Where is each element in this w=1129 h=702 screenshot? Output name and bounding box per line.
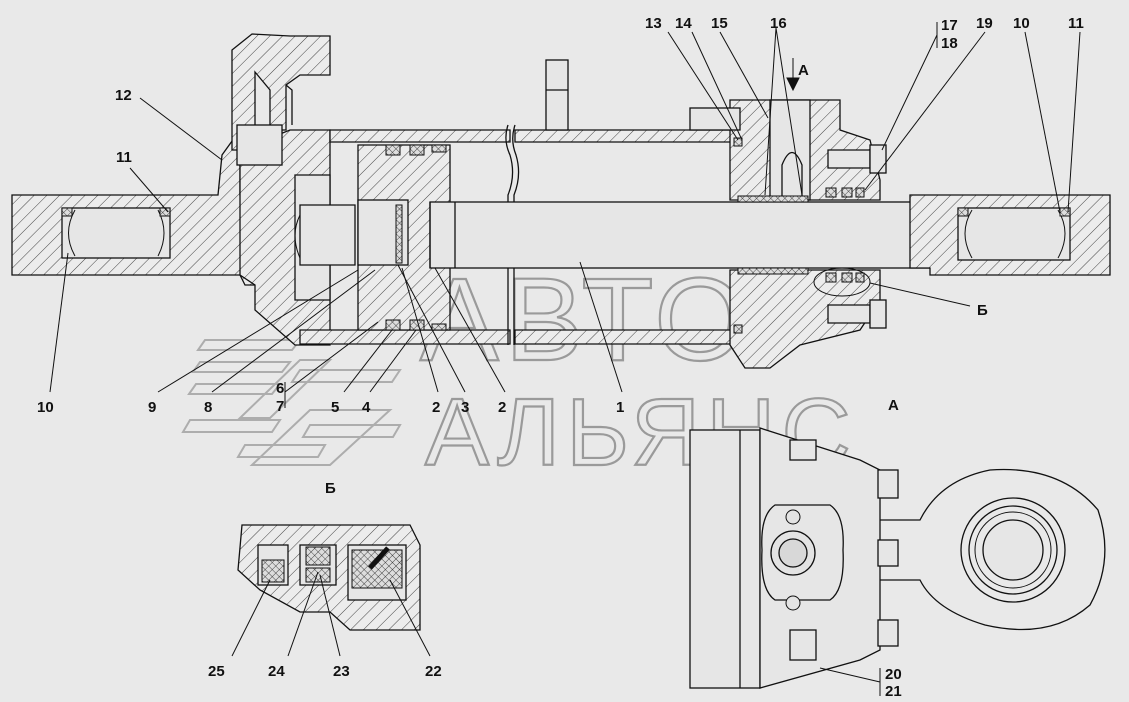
part-labels: 12 11 10 9 8 6 7 5 4 2 3 2 1 13 14 15 16… [37,15,1084,700]
label-12: 12 [115,87,132,104]
label-25: 25 [208,663,225,680]
label-6: 6 [276,380,284,397]
label-3: 3 [461,399,469,416]
label-11-left: 11 [116,149,132,166]
label-24: 24 [268,663,285,680]
label-23: 23 [333,663,350,680]
label-1: 1 [616,399,624,416]
label-17: 17 [941,17,958,34]
label-19: 19 [976,15,993,32]
label-16: 16 [770,15,787,32]
label-11-right: 11 [1068,15,1084,32]
label-10-right: 10 [1013,15,1030,32]
label-13: 13 [645,15,662,32]
label-2-first: 2 [432,399,440,416]
label-2-second: 2 [498,399,506,416]
label-10-left: 10 [37,399,54,416]
watermark-logo [181,339,402,466]
view-b-title: Б [325,480,336,497]
label-20: 20 [885,666,902,683]
label-21: 21 [885,683,902,700]
label-5: 5 [331,399,339,416]
label-8: 8 [204,399,212,416]
leader-lines [49,22,1081,696]
view-a-section [689,427,1106,689]
detail-b-section [237,524,421,631]
cylinder-section [11,33,1111,369]
label-15: 15 [711,15,728,32]
label-14: 14 [675,15,692,32]
label-22: 22 [425,663,442,680]
detail-b-marker-circle [813,267,871,297]
detail-b-marker-label: Б [977,302,988,319]
label-18: 18 [941,35,958,52]
label-7: 7 [276,398,284,415]
watermark-line1: АВТО [420,254,752,386]
view-a-title: А [888,397,899,414]
arrow-a-label: А [798,62,809,79]
label-4: 4 [362,399,371,416]
label-9: 9 [148,399,156,416]
